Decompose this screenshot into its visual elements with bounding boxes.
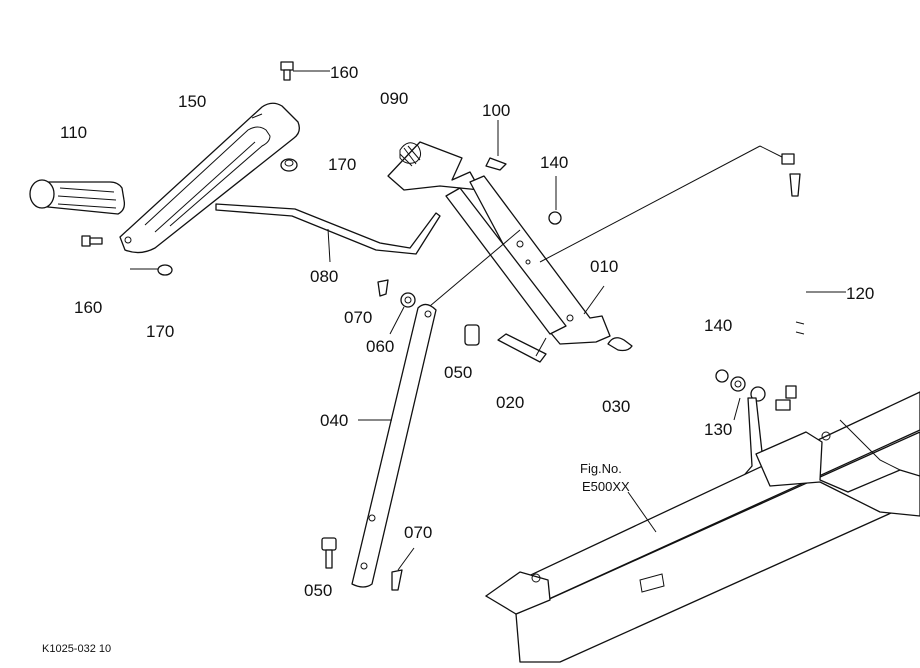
pin-050-mid <box>464 324 480 346</box>
callout-150: 150 <box>178 92 207 111</box>
callout-130: 130 <box>704 420 733 439</box>
bolt-160-left <box>81 235 103 247</box>
callout-010: 010 <box>590 257 619 276</box>
callout-040: 040 <box>320 411 349 430</box>
nut-170-top <box>280 158 298 172</box>
pin-050-bottom <box>321 537 337 569</box>
spring-bracket-090 <box>387 141 481 191</box>
callout-020: 020 <box>496 393 525 412</box>
callout-070-mid: 070 <box>344 308 373 327</box>
cable-120 <box>539 145 846 335</box>
washer-060 <box>389 292 416 335</box>
pin-100 <box>485 120 507 171</box>
callout-160-top: 160 <box>330 63 359 82</box>
frame-e500xx <box>485 391 920 663</box>
callout-170-top: 170 <box>328 155 357 174</box>
drawing-code: K1025-032 10 <box>42 643 112 655</box>
callout-060: 060 <box>366 337 395 356</box>
callout-030: 030 <box>602 397 631 416</box>
callout-070-bottom: 070 <box>404 523 433 542</box>
guide-plate-150 <box>119 102 300 254</box>
nut-140-top <box>548 176 562 225</box>
callout-140-right: 140 <box>704 316 733 335</box>
link-rod-040 <box>351 229 521 588</box>
clip-070-bottom <box>391 547 415 591</box>
grip-110 <box>29 179 126 215</box>
figure-ref-line1: Fig.No. <box>580 461 622 476</box>
nut-170-left <box>130 264 173 276</box>
clip-030 <box>607 337 633 352</box>
callout-160-left: 160 <box>74 298 103 317</box>
pin-020 <box>497 333 547 363</box>
lever-010 <box>445 175 611 345</box>
callout-100: 100 <box>482 101 511 120</box>
callout-170-left: 170 <box>146 322 175 341</box>
callout-050-bottom: 050 <box>304 581 333 600</box>
callout-120: 120 <box>846 284 875 303</box>
figure-ref-line2: E500XX <box>582 479 630 494</box>
bolt-160-top <box>280 61 330 81</box>
callout-090: 090 <box>380 89 409 108</box>
rod-080 <box>215 203 441 263</box>
callout-110: 110 <box>60 123 88 142</box>
hardware-130 <box>715 369 797 487</box>
callout-050-mid: 050 <box>444 363 473 382</box>
callout-140-top: 140 <box>540 153 569 172</box>
callout-080: 080 <box>310 267 339 286</box>
clip-070-mid <box>377 279 389 297</box>
